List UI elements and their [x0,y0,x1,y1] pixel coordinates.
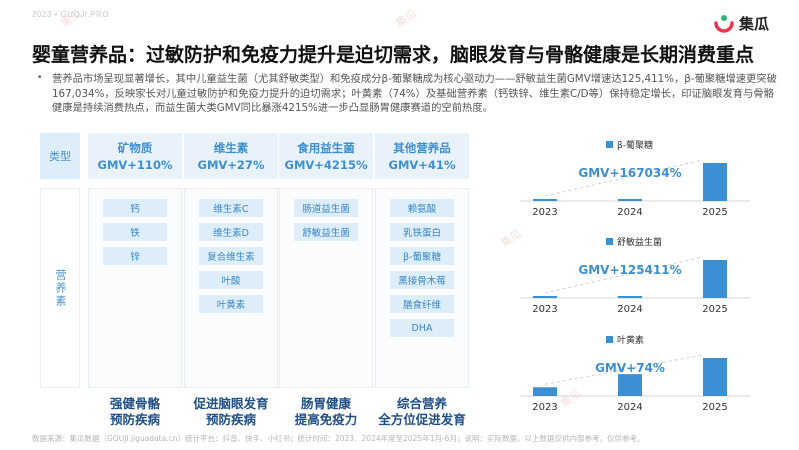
category-column: 矿物质 GMV+110% 钙铁锌强健骨骼预防疾病 [88,133,182,428]
brand-name: 集瓜 [738,14,769,33]
brand-logo-icon [714,15,734,33]
nutrient-tag: 叶黄素 [199,295,263,313]
page-title: 婴童营养品：过敏防护和免疫力提升是迫切需求，脑眼发育与骨骼健康是长期消费重点 [32,44,755,66]
nutrient-list: 赖氨酸乳铁蛋白 β-葡聚糖黑接骨木莓膳食纤维 DHA [375,188,469,388]
chart-svg: β-葡聚糖 2023 2024 2025 GMV+167034% [520,139,750,218]
x-tick-label: 2023 [532,304,557,315]
nutrient-tag: 复合维生素 [199,247,263,265]
legend-label: β-葡聚糖 [617,139,653,151]
category-name: 矿物质 [117,141,153,155]
summary-text: 营养品市场呈现显著增长，其中儿童益生菌（尤其舒敏类型）和免疫成分β-葡聚糖成为核… [52,73,777,114]
bar-2023 [533,296,557,298]
nutrient-tag: 赖氨酸 [390,199,454,217]
bar-2023 [533,387,557,396]
nutrient-tag: 叶酸 [199,271,263,289]
legend-label: 舒敏益生菌 [617,236,662,248]
bar-2025 [703,358,727,396]
x-tick-label: 2025 [702,207,727,218]
legend-swatch [606,141,613,148]
nutrient-tag: 铁 [103,223,167,241]
category-name: 食用益生菌 [297,141,355,155]
category-header: 矿物质 GMV+110% [88,133,182,179]
benefit-label: 肠胃健康提高免疫力 [279,396,373,428]
benefit-line: 全方位促进发育 [378,412,466,427]
nutrient-tag: 乳铁蛋白 [390,223,454,241]
growth-annotation: GMV+125411% [578,263,681,277]
nutrient-tag: 舒敏益生菌 [294,223,358,241]
nutrient-list: 钙铁锌 [88,188,182,388]
category-gmv: GMV+27% [197,158,265,172]
source-url: 2023 • GUOJI.PRO [32,10,110,19]
bar-2023 [533,199,557,201]
bar-2025 [703,163,727,201]
row-label-category: 类型 [40,133,80,179]
bar-2024 [618,199,642,201]
chart-lutein: 叶黄素 2023 2024 2025 GMV+74% [510,330,760,422]
chart-svg: 叶黄素 2023 2024 2025 GMV+74% [520,334,750,413]
benefit-label: 综合营养全方位促进发育 [375,396,469,428]
trend-line [544,354,704,385]
benefit-line: 预防疾病 [205,412,256,427]
benefit-label: 促进脑眼发育预防疾病 [184,396,278,428]
row-label-nutrients: 营养素 [40,188,80,388]
category-column: 维生素 GMV+27% 维生素C 维生素D 复合维生素叶酸叶黄素促进脑眼发育预防疾病 [184,133,278,428]
category-gmv: GMV+41% [388,158,456,172]
nutrient-list: 维生素C 维生素D 复合维生素叶酸叶黄素 [184,188,278,388]
x-tick-label: 2024 [617,402,642,413]
nutrient-tag: 维生素D [199,223,263,241]
benefit-label: 强健骨骼预防疾病 [88,396,182,428]
category-name: 维生素 [213,141,249,155]
nutrient-tag: 锌 [103,247,167,265]
x-tick-label: 2023 [532,207,557,218]
x-tick-label: 2025 [702,402,727,413]
category-column: 其他营养品 GMV+41% 赖氨酸乳铁蛋白 β-葡聚糖黑接骨木莓膳食纤维 DHA 综合营养… [375,133,469,428]
category-gmv: GMV+4215% [284,158,368,172]
legend-swatch [606,336,613,343]
nutrient-tag: 钙 [103,199,167,217]
category-header: 食用益生菌 GMV+4215% [279,133,373,179]
x-tick-label: 2024 [617,304,642,315]
x-tick-label: 2024 [617,207,642,218]
category-header: 维生素 GMV+27% [184,133,278,179]
x-tick-label: 2025 [702,304,727,315]
bar-2024 [618,296,642,298]
category-gmv: GMV+110% [97,158,173,172]
bullet-marker: • [38,72,42,83]
brand-logo: 集瓜 [713,12,769,34]
benefit-line: 预防疾病 [109,412,160,427]
bar-2025 [703,260,727,298]
x-tick-label: 2023 [532,402,557,413]
benefit-line: 促进脑眼发育 [193,396,269,411]
nutrient-tag: 膳食纤维 [390,295,454,313]
legend-label: 叶黄素 [617,334,644,346]
benefit-line: 强健骨骼 [109,396,160,411]
benefit-line: 提高免疫力 [294,412,358,427]
category-header: 其他营养品 GMV+41% [375,133,469,179]
nutrient-tag: β-葡聚糖 [390,247,454,265]
legend-swatch [606,238,613,245]
watermark: 集瓜 [393,6,420,31]
category-name: 其他营养品 [393,141,451,155]
nutrient-tag: 黑接骨木莓 [390,271,454,289]
benefit-line: 综合营养 [396,396,447,411]
category-column: 食用益生菌 GMV+4215% 肠道益生菌舒敏益生菌肠胃健康提高免疫力 [279,133,373,428]
nutrient-tag: 肠道益生菌 [294,199,358,217]
benefit-line: 肠胃健康 [300,396,351,411]
growth-annotation: GMV+74% [595,361,665,375]
bar-2024 [618,374,642,396]
chart-beta-glucan: β-葡聚糖 2023 2024 2025 GMV+167034% [510,135,760,227]
nutrient-tag: 维生素C [199,199,263,217]
chart-anti-allergy-probiotic: 舒敏益生菌 2023 2024 2025 GMV+125411% [510,232,760,324]
chart-svg: 舒敏益生菌 2023 2024 2025 GMV+125411% [520,236,750,315]
nutrient-list: 肠道益生菌舒敏益生菌 [279,188,373,388]
growth-annotation: GMV+167034% [578,166,681,180]
footer-source: 数据来源：集瓜数据（GOUJI.jiguadata.cn）统计平台：抖音、快手、… [32,434,645,443]
nutrient-tag: DHA [390,319,454,337]
